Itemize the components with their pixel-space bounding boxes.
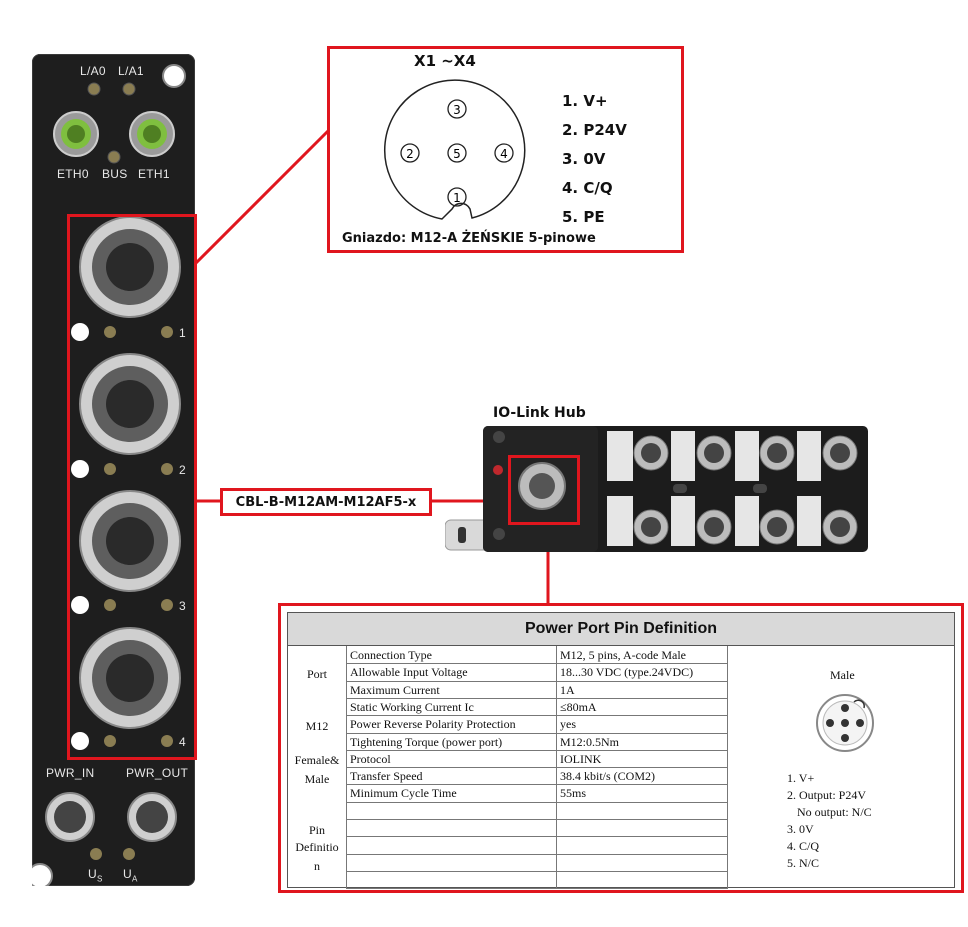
row-divider [346,888,727,889]
table-cell-param: Protocol [350,752,391,766]
socket-diagram: 3 2 5 4 1 [383,79,526,220]
side-label-port: Port [306,667,327,681]
side-label-m12: M12 [305,719,329,733]
port-number-1: 1 [179,326,186,340]
pinout-title: X1 ~X4 [414,52,476,70]
row-divider [346,819,727,820]
side-label-definition: Definitio [295,840,339,854]
row-divider [346,784,727,785]
power-port-table: Power Port Pin Definition Connection Typ… [287,612,955,889]
m12-port-4 [79,627,181,729]
eth1-connector [129,111,175,157]
table-cell-value: M12:0.5Nm [560,735,620,749]
row-divider [346,836,727,837]
table-cell-param: Power Reverse Polarity Protection [350,717,516,731]
pin-note: 1. V+ [787,771,815,785]
table-cell-value: 1A [560,683,575,697]
row-divider [346,663,727,664]
hub-title: IO-Link Hub [493,405,586,421]
pin-item: 2. P24V [562,121,627,139]
pin-note: 5. N/C [787,856,820,870]
row-divider [346,750,727,751]
eth0-connector [53,111,99,157]
table-cell-value: ≤80mA [560,700,597,714]
label-eth0: ETH0 [57,167,89,181]
pin-item: 4. C/Q [562,179,613,197]
label-pwr-out: PWR_OUT [126,766,189,780]
pin-note: No output: N/C [797,805,872,819]
table-cell-value: IOLINK [560,752,602,766]
label-eth1: ETH1 [138,167,170,181]
male-connector-diagram [816,694,874,752]
row-divider [346,698,727,699]
row-divider [346,854,727,855]
side-label-pin: Pin [308,823,325,837]
label-ua: UA [123,867,138,884]
pin-note: 2. Output: P24V [787,788,867,802]
table-cell-param: Maximum Current [350,683,440,697]
table-cell-param: Allowable Input Voltage [350,665,468,679]
pin-list: 1. V+ 2. P24V 3. 0V 4. C/Q 5. PE [562,87,627,232]
label-bus: BUS [102,167,128,181]
label-pwr-in: PWR_IN [46,766,95,780]
pin-item: 1. V+ [562,92,608,110]
row-divider [346,681,727,682]
male-label: Male [830,668,855,682]
pwr-in-connector [45,792,95,842]
device-graphic [32,64,186,886]
pin-item: 3. 0V [562,150,606,168]
power-port-table-callout: Power Port Pin Definition Connection Typ… [278,603,964,893]
row-divider [346,802,727,803]
pin-note: 3. 0V [787,822,814,836]
table-cell-param: Transfer Speed [350,769,423,783]
row-divider [346,733,727,734]
pin-item: 5. PE [562,208,605,226]
pwr-out-connector [127,792,177,842]
table-cell-value: M12, 5 pins, A-code Male [560,648,686,662]
table-cell-value: 55ms [560,786,587,800]
pin-note: 4. C/Q [787,839,820,853]
pinout-callout: X1 ~X4 3 2 5 4 1 1. V+ 2. P24V 3. 0V 4. … [327,46,684,253]
table-cell-value: 18...30 VDC (type.24VDC) [560,665,694,679]
port-number-2: 2 [179,463,186,477]
pin-number-5: 5 [453,147,461,161]
m12-port-2 [79,353,181,455]
side-label-female: Female& [294,753,340,767]
port-number-4: 4 [179,735,186,749]
port-number-3: 3 [179,599,186,613]
socket-caption: Gniazdo: M12-A ŻEŃSKIE 5-pinowe [342,231,596,246]
row-divider [346,767,727,768]
ports-highlight-box [67,214,197,760]
m12-port-3 [79,490,181,592]
m12-port-1 [79,216,181,318]
label-la1: L/A1 [118,64,144,78]
table-cell-param: Tightening Torque (power port) [350,735,503,749]
side-label-male: Male [304,772,330,786]
side-label-n: n [314,859,320,873]
table-cell-param: Minimum Cycle Time [350,786,457,800]
table-cell-value: yes [560,717,576,731]
table-cell-value: 38.4 kbit/s (COM2) [560,769,656,783]
row-divider [346,715,727,716]
cable-label-box: CBL-B-M12AM-M12AF5-x [220,488,432,516]
row-divider [346,871,727,872]
pin-number-4: 4 [500,147,508,161]
pin-number-1: 1 [453,191,461,205]
label-us: US [88,867,103,884]
table-cell-param: Static Working Current Ic [350,700,474,714]
cable-label: CBL-B-M12AM-M12AF5-x [235,494,417,510]
table-title: Power Port Pin Definition [288,613,954,646]
pin-number-2: 2 [406,147,414,161]
label-la0: L/A0 [80,64,106,78]
io-module-device: L/A0 L/A1 ETH0 BUS ETH1 1 2 3 4 PWR_IN P… [32,54,195,886]
table-cell-param: Connection Type [350,648,432,662]
pin-number-3: 3 [453,103,461,117]
hub-power-port-highlight [508,455,580,525]
